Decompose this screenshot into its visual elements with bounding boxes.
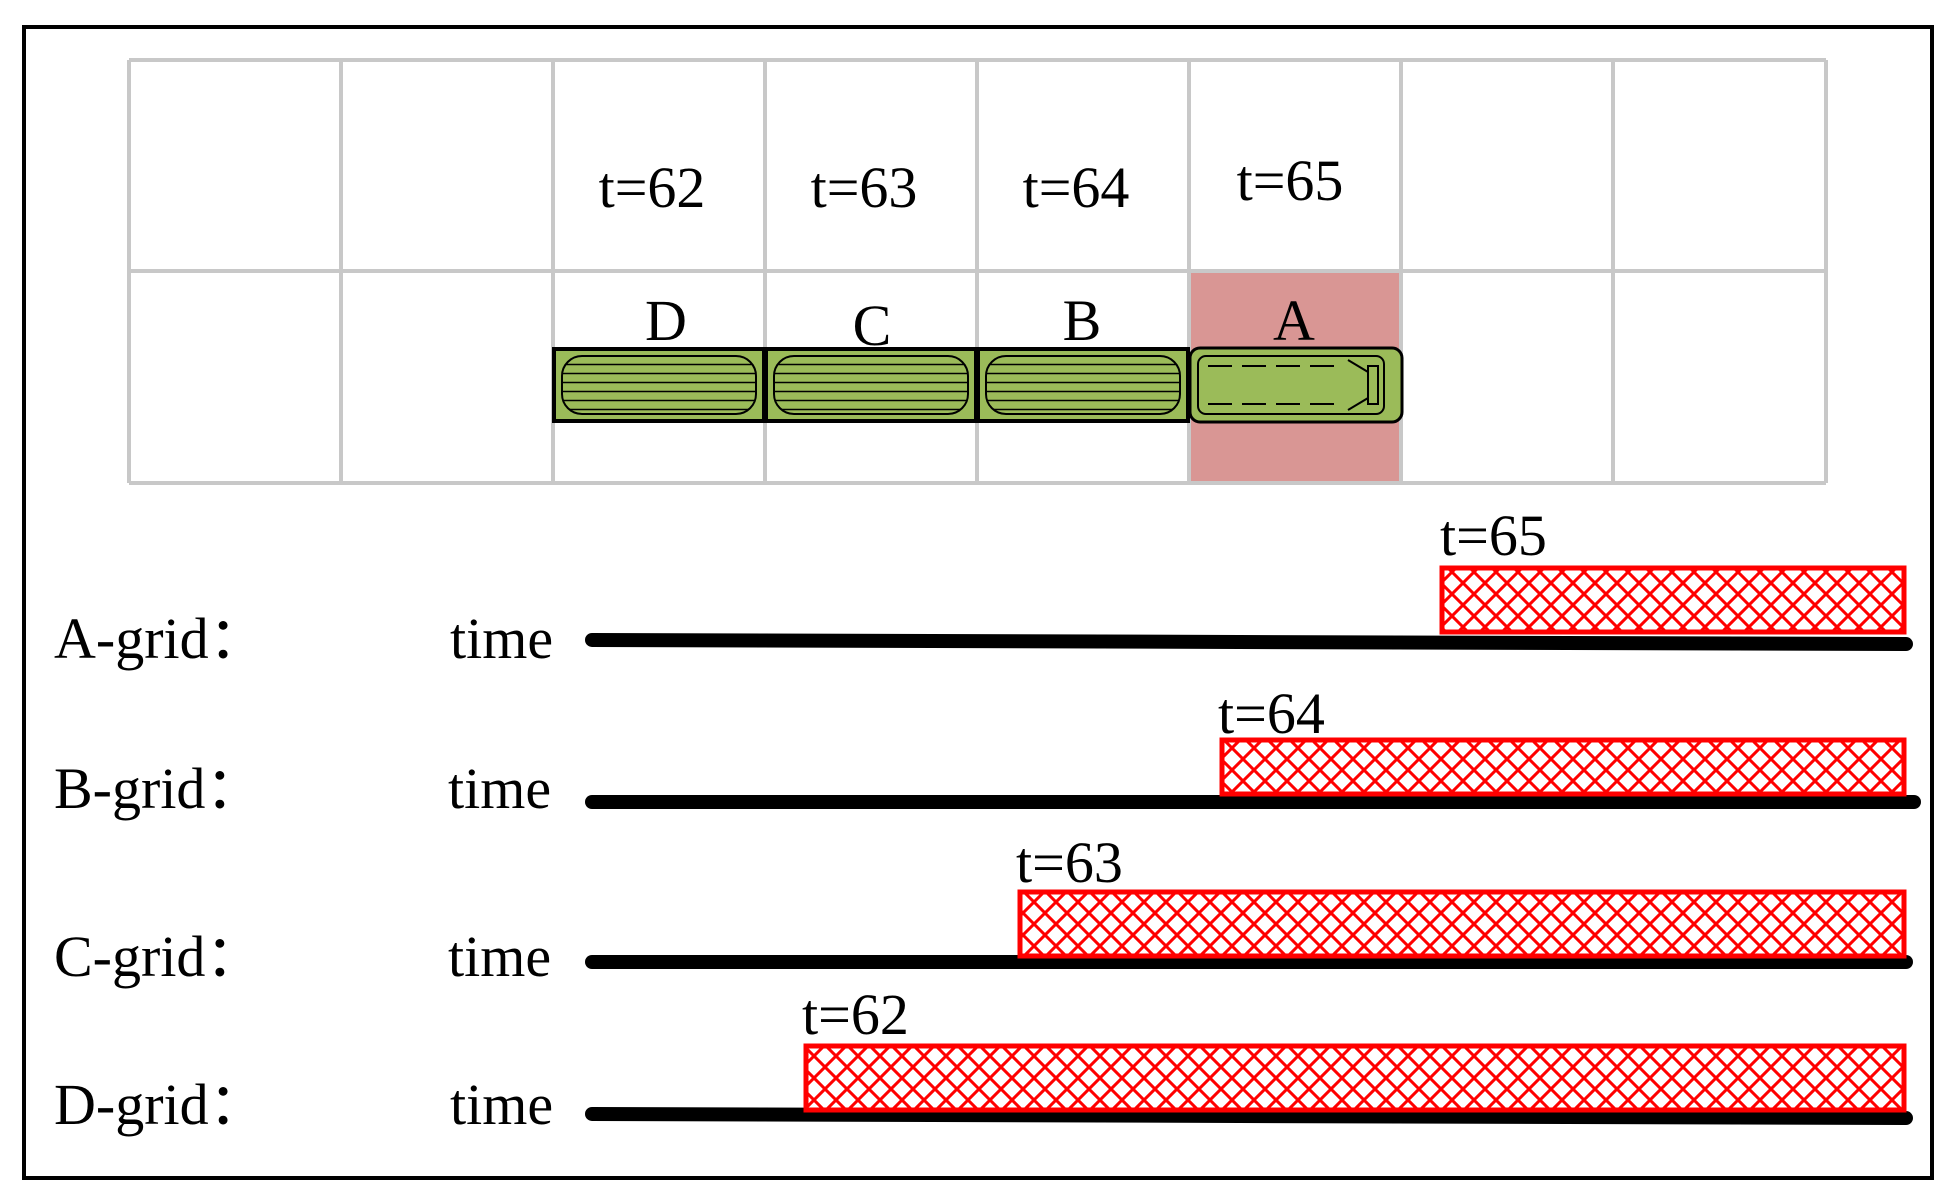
occupancy-start-label-d: t=62 xyxy=(802,982,909,1047)
occupancy-bar-d xyxy=(803,1043,1907,1113)
occupancy-bar-b xyxy=(1219,737,1907,797)
occupancy-start-label-c: t=63 xyxy=(1016,830,1123,895)
timeline-axis-label-d: time xyxy=(450,1072,553,1137)
road-grid xyxy=(127,58,1828,485)
cell-time-label-65: t=65 xyxy=(1237,148,1344,213)
vehicle-label-d: D xyxy=(645,288,687,353)
timeline-d: D-grid： time t=62 xyxy=(54,982,1913,1137)
timeline-b: B-grid： time t=64 xyxy=(54,681,1921,821)
locomotive-a xyxy=(1188,346,1404,424)
occupancy-bar-a xyxy=(1439,565,1907,635)
carriage-c xyxy=(764,347,978,423)
vehicle-label-b: B xyxy=(1063,288,1102,353)
occupancy-start-label-a: t=65 xyxy=(1440,503,1547,568)
timeline-label-b: B-grid： xyxy=(54,756,263,821)
occupancy-bar-c xyxy=(1017,889,1907,959)
timeline-label-a: A-grid： xyxy=(54,606,267,671)
timeline-axis-label-b: time xyxy=(448,756,551,821)
timeline-a: A-grid： time t=65 xyxy=(54,503,1913,671)
carriage-b xyxy=(976,347,1190,423)
occupancy-start-label-b: t=64 xyxy=(1218,681,1325,746)
carriage-d xyxy=(552,347,766,423)
time-axis-d xyxy=(585,1107,1913,1125)
timeline-label-c: C-grid： xyxy=(54,924,263,989)
timeline-c: C-grid： time t=63 xyxy=(54,830,1913,989)
train xyxy=(552,346,1404,424)
cell-time-label-64: t=64 xyxy=(1023,155,1130,220)
timeline-axis-label-c: time xyxy=(448,924,551,989)
vehicle-label-a: A xyxy=(1273,288,1315,353)
timeline-axis-label-a: time xyxy=(450,606,553,671)
cell-time-label-63: t=63 xyxy=(811,155,918,220)
time-axis-a xyxy=(585,633,1913,651)
timeline-label-d: D-grid： xyxy=(54,1072,267,1137)
cell-time-label-62: t=62 xyxy=(599,155,706,220)
